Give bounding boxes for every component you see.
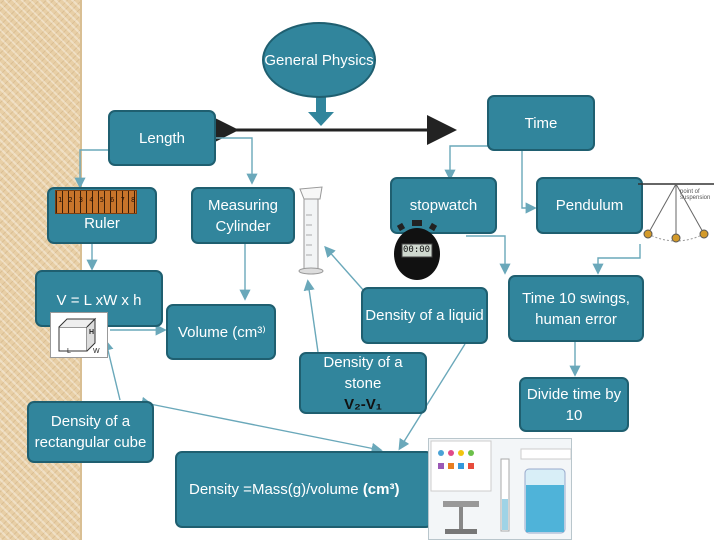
- node-length: Length: [108, 110, 216, 166]
- cube-label-h: H: [89, 329, 95, 336]
- cube-image: H L W: [50, 312, 108, 358]
- node-general-physics: General Physics: [262, 22, 376, 98]
- ruler-image: [55, 190, 137, 214]
- node-density-stone: Density of a stone V₂-V₁: [299, 352, 427, 414]
- cube-label-w: W: [93, 348, 100, 355]
- density-formula-unit: (cm³): [362, 481, 400, 498]
- main-arrow-head: [308, 112, 334, 126]
- ruler-numbers: 1 2 3 4 5 6 7 8: [58, 196, 137, 204]
- node-density-liquid: Density of a liquid: [361, 287, 488, 344]
- node-volume-unit: Volume (cm³⁾: [166, 304, 276, 360]
- node-measuring-cylinder: Measuring Cylinder: [191, 187, 295, 244]
- node-stopwatch: stopwatch: [390, 177, 497, 234]
- density-formula-prefix: Density =Mass(g)/volume: [189, 481, 363, 498]
- stopwatch-image: 00:00: [392, 220, 442, 282]
- density-simulation-image: [428, 438, 572, 540]
- node-density-cube: Density of a rectangular cube: [27, 401, 154, 463]
- density-stone-label: Density of a stone: [323, 353, 403, 392]
- node-time-swings: Time 10 swings, human error: [508, 275, 644, 342]
- node-divide-time: Divide time by 10: [519, 377, 629, 432]
- measuring-cylinder-image: [298, 186, 324, 275]
- node-density-formula: Density =Mass(g)/volume (cm³): [175, 451, 433, 528]
- pendulum-caption: point of suspension: [680, 189, 711, 201]
- pendulum-image: [638, 183, 714, 243]
- stopwatch-display: 00:00: [403, 245, 431, 255]
- node-time: Time: [487, 95, 595, 151]
- main-arrow-shaft: [316, 96, 326, 114]
- node-pendulum: Pendulum: [536, 177, 643, 234]
- density-stone-formula: V₂-V₁: [344, 395, 382, 413]
- cube-label-l: L: [67, 348, 71, 355]
